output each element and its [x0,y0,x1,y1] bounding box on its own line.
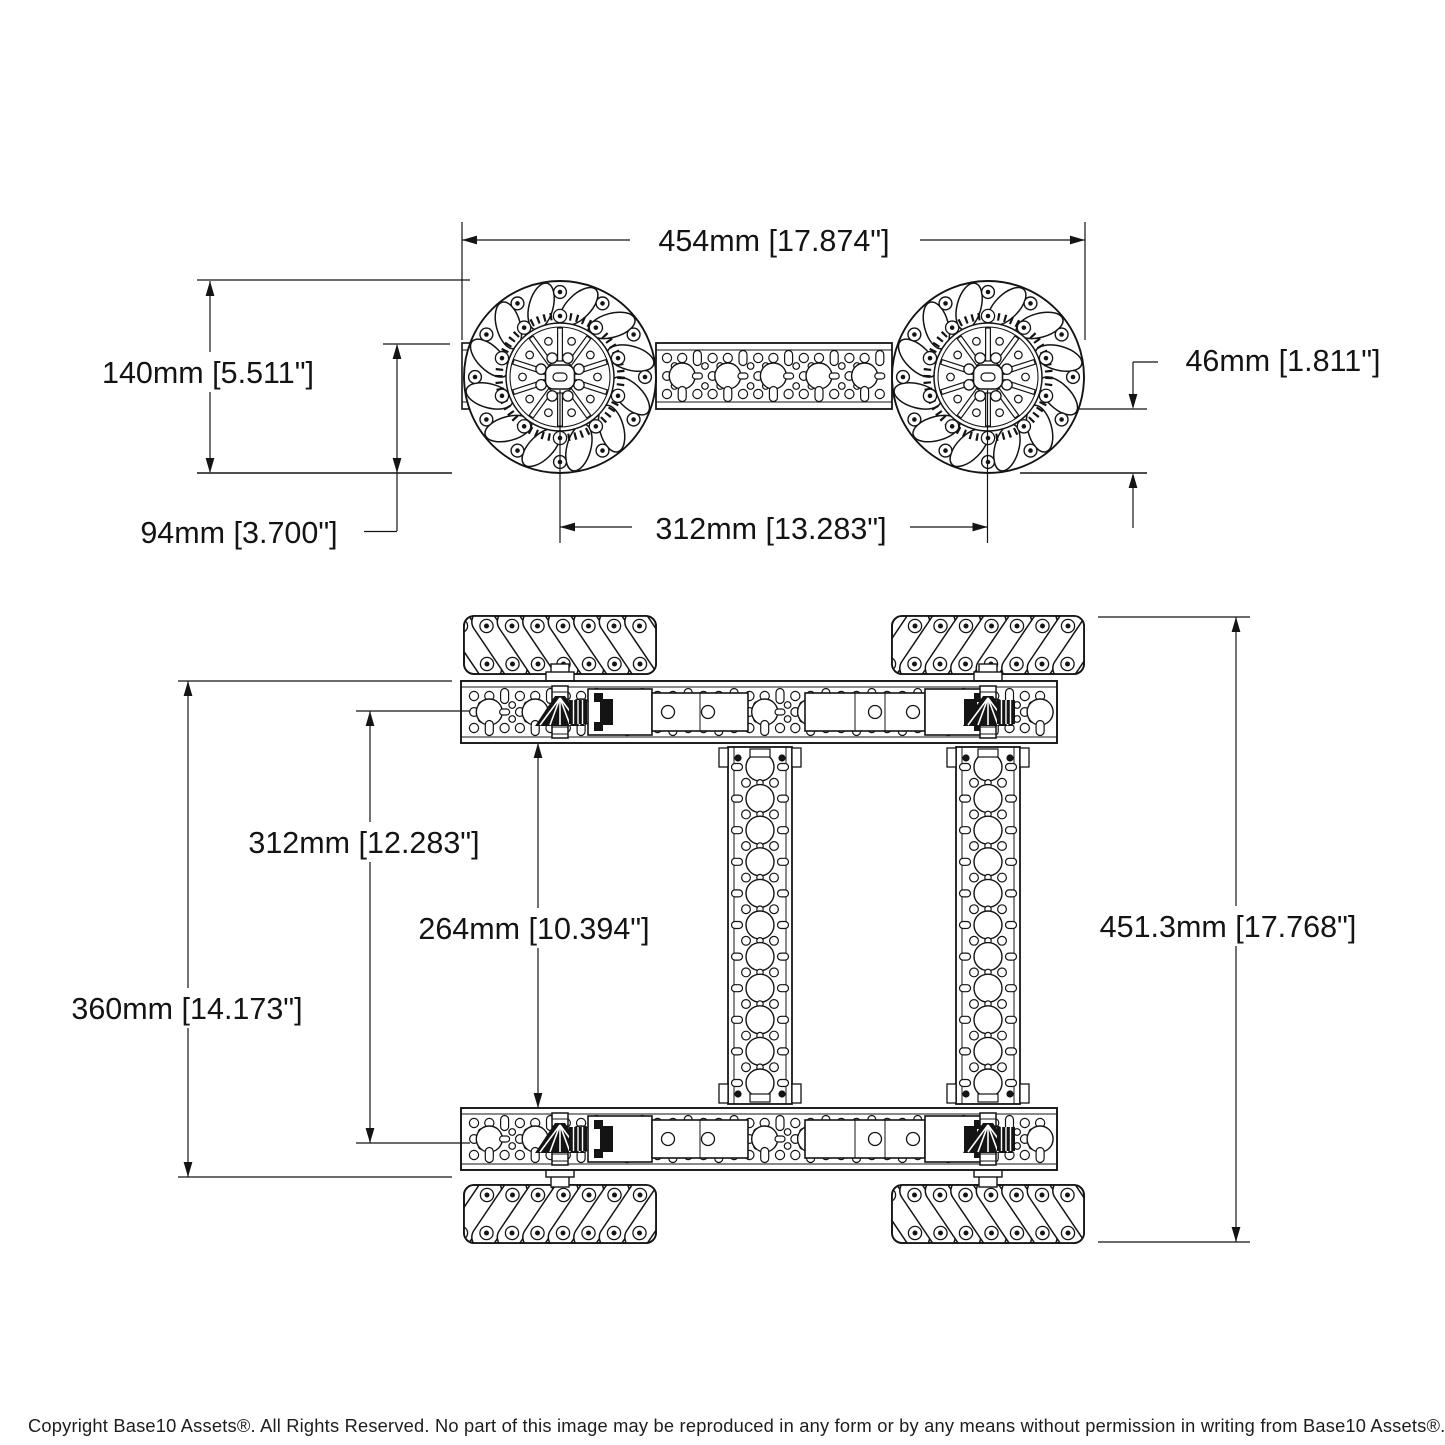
dim-frame-outer-depth-label: 360mm [14.173"] [71,992,302,1026]
dim-wheel-diameter-label: 140mm [5.511"] [102,356,314,390]
side-dimensions [205,222,1158,543]
side-channel-beam [655,342,893,410]
mecanum-wheel-side [891,280,1085,474]
dim-backing [80,352,336,392]
mecanum-wheel-plan [891,615,1085,675]
dim-ground-clearance-label: 46mm [1.811"] [1185,344,1380,378]
dim-backing [1074,906,1382,946]
dim-backing [632,508,910,548]
dim-backing [118,512,360,552]
bevel-gear-assembly [963,1112,1015,1166]
bevel-gear-assembly [535,685,587,739]
bevel-gear-assembly [535,1112,587,1166]
dim-wheelbase-side-label: 312mm [13.283"] [655,512,886,546]
dim-overall-height-label: 94mm [3.700"] [140,516,337,550]
dim-overall-length-label: 454mm [17.874"] [658,224,889,258]
mecanum-wheel-side [463,280,657,474]
plan-rail [946,746,1030,1105]
mecanum-wheel-plan [463,1184,657,1244]
dim-backing [226,822,502,862]
plan-rail [718,746,802,1105]
plan-channel [460,680,1058,744]
dimension-annotations: 454mm [17.874"] 140mm [5.511"] 94mm [3.7… [58,222,1404,1028]
dim-rail-inner-spacing-label: 264mm [10.394"] [418,912,649,946]
dim-backing [399,908,669,948]
bevel-gear-assembly [963,685,1015,739]
dim-backing [58,988,316,1028]
copyright-text: Copyright Base10 Assets®. All Rights Res… [28,1415,1445,1436]
dim-axle-spacing-label: 312mm [12.283"] [248,826,479,860]
drawing-linework [178,222,1250,1244]
dim-backing [1162,340,1404,380]
mecanum-wheel-plan [891,1184,1085,1244]
dim-overall-width-label: 451.3mm [17.768"] [1100,910,1357,944]
plan-dimensions [178,616,1250,1243]
axle-shaft [545,1167,575,1188]
mecanum-wheel-plan [463,615,657,675]
dim-backing [630,222,920,259]
